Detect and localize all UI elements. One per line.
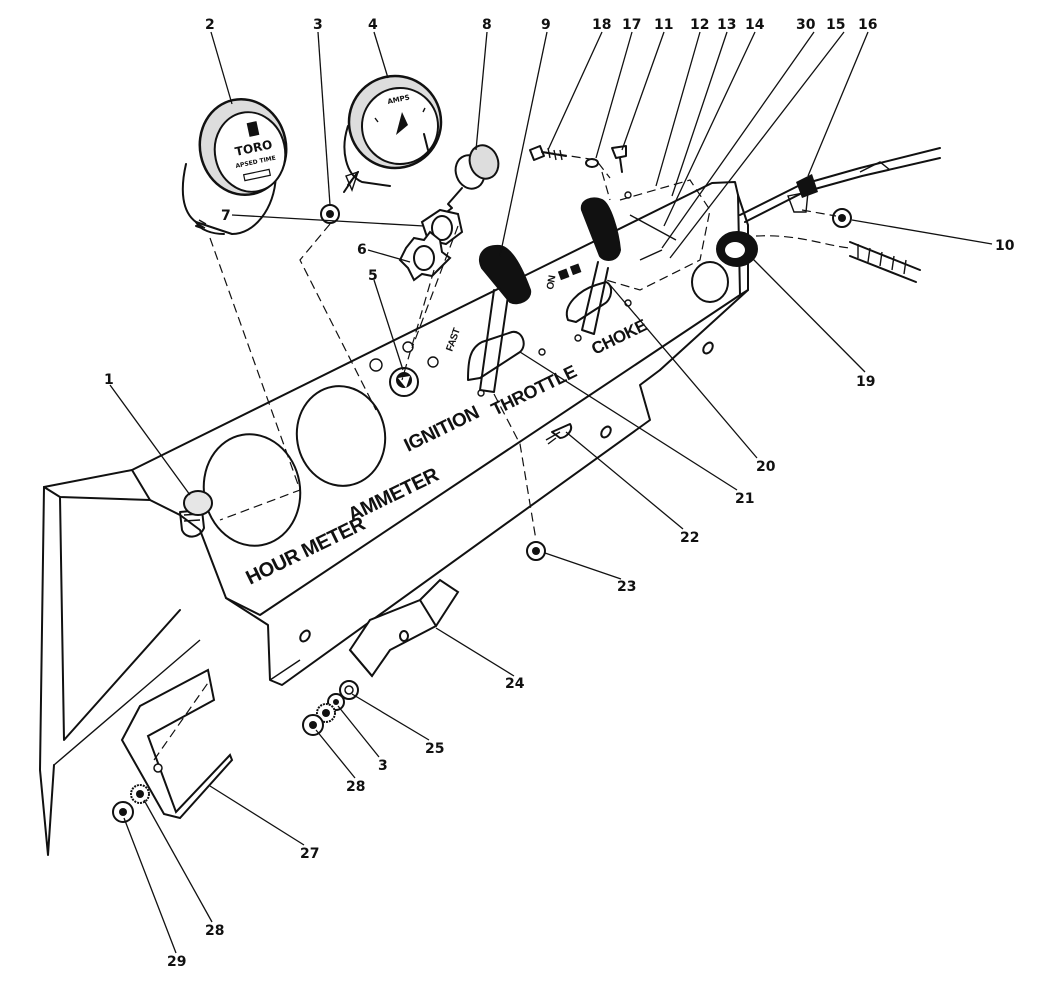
ignition-switch (389, 367, 419, 397)
callout-20: 20 (756, 459, 776, 475)
choke-screws (529, 145, 632, 199)
label-ammeter: AMMETER (345, 463, 443, 526)
callout-29: 29 (167, 954, 186, 970)
callout-28b: 28 (205, 923, 224, 939)
callout-3b: 3 (378, 758, 388, 774)
callout-22: 22 (680, 530, 699, 546)
callout-14: 14 (745, 17, 765, 33)
callout-12: 12 (690, 17, 709, 33)
callout-15: 15 (826, 17, 845, 33)
label-on: ON (545, 275, 558, 291)
leader-lines (109, 31, 993, 954)
bracket-fasteners (302, 680, 359, 736)
callout-2: 2 (205, 17, 215, 33)
callout-17: 17 (622, 17, 641, 33)
callout-27: 27 (300, 846, 319, 862)
callout-3: 3 (313, 17, 323, 33)
label-ignition: IGNITION (401, 402, 483, 456)
callout-8: 8 (482, 17, 492, 33)
l-bracket (120, 668, 234, 820)
callout-1: 1 (104, 372, 114, 388)
mounting-bracket (348, 578, 460, 678)
callout-30: 30 (796, 17, 816, 33)
ammeter-gauge: AMPS (343, 74, 443, 193)
callout-numbers: 1 2 3 4 8 7 6 5 9 18 17 11 12 13 14 30 1… (104, 17, 1015, 970)
indicator-lamp-part (179, 490, 213, 538)
label-choke: CHOKE (588, 316, 649, 359)
cable-nut (832, 208, 852, 228)
callout-4: 4 (368, 17, 378, 33)
callout-7: 7 (221, 208, 231, 224)
callout-19: 19 (856, 374, 875, 390)
choke-lever (580, 197, 622, 335)
choke-indicator-icons (557, 263, 582, 281)
callout-5: 5 (368, 268, 378, 284)
callout-9: 9 (541, 17, 551, 33)
cable-grommet (716, 231, 758, 267)
assembly-lines (153, 151, 837, 761)
hour-meter-gauge: TORO APSED TIME (181, 97, 288, 235)
callout-28: 28 (346, 779, 365, 795)
label-hour-meter: HOUR METER (243, 513, 370, 590)
callout-18: 18 (592, 17, 611, 33)
callout-13: 13 (717, 17, 736, 33)
callout-16: 16 (858, 17, 877, 33)
callout-6: 6 (357, 242, 367, 258)
callout-25: 25 (425, 741, 444, 757)
callout-23: 23 (617, 579, 636, 595)
panel-labels: HOUR METER AMMETER IGNITION THROTTLE CHO… (243, 275, 650, 590)
callout-24: 24 (505, 676, 525, 692)
l-bracket-fasteners (112, 784, 150, 823)
callout-11: 11 (654, 17, 673, 33)
star-lock-washer (398, 230, 452, 282)
throttle-nut (526, 541, 546, 561)
callout-21: 21 (735, 491, 754, 507)
callout-10: 10 (995, 238, 1015, 254)
label-fast: FAST (444, 327, 463, 353)
throttle-cable (739, 147, 941, 283)
throttle-lever (479, 244, 532, 393)
panel-screw (545, 423, 572, 445)
ignition-keys (443, 144, 500, 215)
